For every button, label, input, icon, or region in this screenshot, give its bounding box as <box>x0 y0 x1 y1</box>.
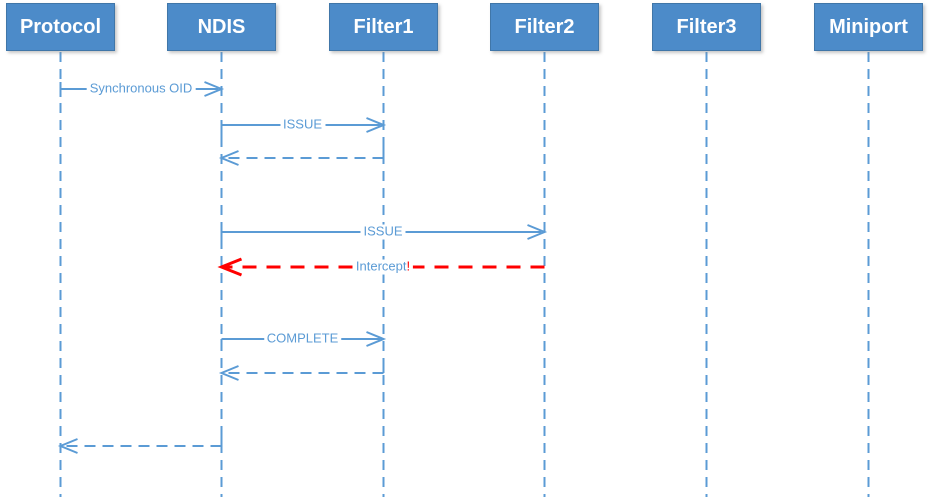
actor-label-filter3: Filter3 <box>676 15 737 38</box>
message-2-arrowhead <box>366 117 387 133</box>
message-6-label-part: COMPLETE <box>266 330 339 346</box>
message-5-label-part: ! <box>406 258 411 274</box>
message-6-arrowhead <box>366 331 387 347</box>
actor-box-protocol: Protocol <box>6 3 115 51</box>
message-5-label: Intercept! <box>352 258 414 275</box>
actor-box-ndis: NDIS <box>167 3 276 51</box>
message-5-arrowhead <box>217 257 243 277</box>
message-2-label: ISSUE <box>279 116 326 133</box>
message-3-arrowhead <box>218 150 239 166</box>
message-7-arrowhead <box>218 365 239 381</box>
message-1-arrowhead <box>204 81 225 97</box>
message-2-label-part: ISSUE <box>282 116 323 132</box>
message-6-label: COMPLETE <box>263 330 342 347</box>
actor-label-miniport: Miniport <box>829 15 908 38</box>
message-5-label-part: Intercept <box>355 258 407 274</box>
actor-label-filter1: Filter1 <box>353 15 414 38</box>
actor-label-filter2: Filter2 <box>514 15 575 38</box>
message-1-label-part: Synchronous OID <box>89 80 193 96</box>
actor-box-filter1: Filter1 <box>329 3 438 51</box>
message-4-label: ISSUE <box>360 223 406 240</box>
message-1-label: Synchronous OID <box>86 80 196 97</box>
message-8-arrowhead <box>57 438 78 454</box>
message-4-arrowhead <box>527 224 548 240</box>
actor-box-filter2: Filter2 <box>490 3 599 51</box>
message-4-label-part: ISSUE <box>363 223 403 239</box>
actor-box-miniport: Miniport <box>814 3 923 51</box>
actor-label-ndis: NDIS <box>197 15 246 38</box>
actor-label-protocol: Protocol <box>19 15 102 38</box>
actor-box-filter3: Filter3 <box>652 3 761 51</box>
